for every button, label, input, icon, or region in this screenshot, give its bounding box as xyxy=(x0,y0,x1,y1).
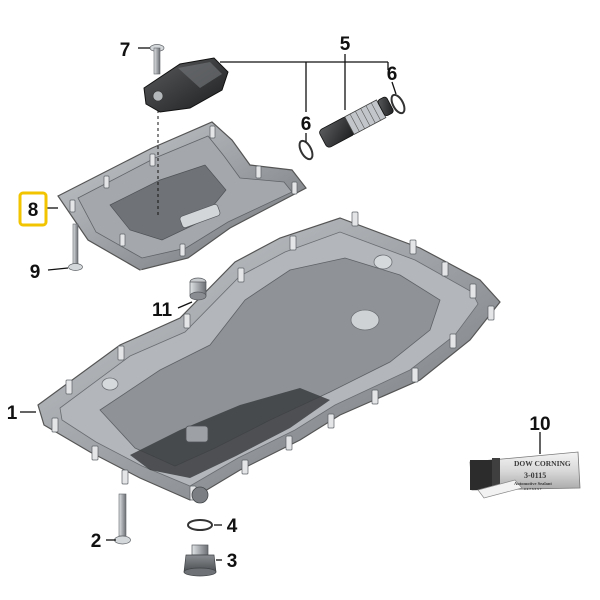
sealant-subtitle: Automotive Sealant xyxy=(514,481,552,486)
part-8-highlight xyxy=(18,191,48,227)
upper-pan-bolt xyxy=(68,223,83,271)
oil-strainer xyxy=(319,96,394,148)
oil-level-sensor-cover xyxy=(143,57,229,113)
callout-4: 4 xyxy=(227,516,238,537)
callout-11: 11 xyxy=(152,300,173,321)
callout-10: 10 xyxy=(529,414,550,435)
sealant-fine-print: 0 0 7 5 5 5 7 xyxy=(524,487,542,491)
callout-6-front: 6 xyxy=(301,114,312,135)
watermark: hirochi xyxy=(140,268,167,278)
sealant-product: 3-0115 xyxy=(524,471,546,480)
callout-9: 9 xyxy=(30,262,41,283)
cover-bolt xyxy=(149,44,165,75)
callout-2: 2 xyxy=(91,531,102,552)
callout-8: 8 xyxy=(28,200,39,221)
pan-bolt xyxy=(114,493,131,545)
oil-pan xyxy=(37,211,501,504)
callout-5: 5 xyxy=(340,34,351,55)
drain-plug xyxy=(183,544,217,577)
callout-1: 1 xyxy=(7,403,18,424)
oil-pan-upper-part xyxy=(57,110,307,271)
sealant-brand: DOW CORNING xyxy=(514,459,571,468)
upper-pan-plug xyxy=(189,277,207,301)
o-ring-rear xyxy=(390,93,406,115)
leader-lines xyxy=(20,47,541,561)
callout-6-rear: 6 xyxy=(387,64,398,85)
callout-3: 3 xyxy=(227,551,238,572)
o-ring-front xyxy=(298,139,314,161)
callout-7: 7 xyxy=(120,40,131,61)
sealant-tube: DOW CORNING 3-0115 Automotive Sealant 0 … xyxy=(469,451,581,499)
drain-plug-seal xyxy=(187,519,213,531)
